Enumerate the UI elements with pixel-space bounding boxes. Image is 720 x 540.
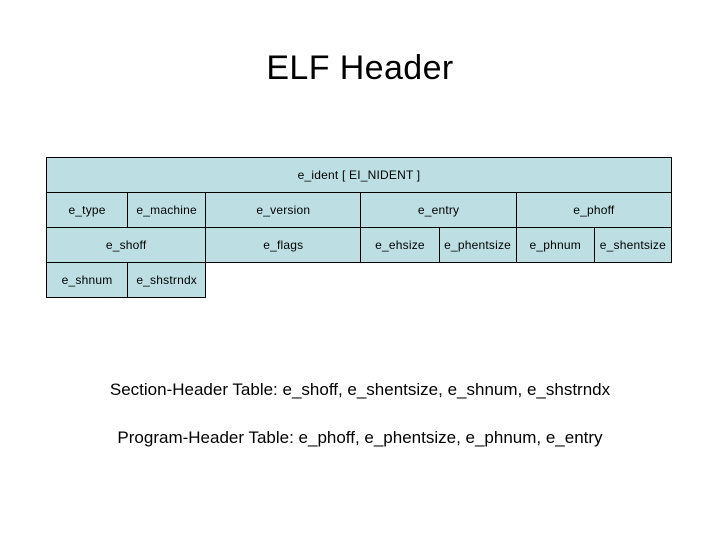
table-row: e_shoff e_flags e_ehsize e_phentsize e_p… — [45, 227, 673, 263]
field-cell-e_shentsize: e_shentsize — [593, 227, 673, 263]
field-cell-e_shoff: e_shoff — [45, 227, 207, 263]
field-cell-e_phoff: e_phoff — [515, 192, 673, 228]
table-row: e_shnum e_shstrndx — [45, 262, 672, 298]
field-cell-e_shnum: e_shnum — [45, 262, 129, 298]
table-row: e_type e_machine e_version e_entry e_pho… — [45, 192, 673, 228]
field-cell-e_ident: e_ident [ EI_NIDENT ] — [46, 157, 672, 193]
field-cell-e_entry: e_entry — [360, 192, 517, 228]
field-cell-e_phentsize: e_phentsize — [438, 227, 517, 263]
field-cell-e_flags: e_flags — [205, 227, 362, 263]
field-cell-empty-filler — [205, 262, 672, 298]
field-cell-e_version: e_version — [205, 192, 362, 228]
field-cell-e_phnum: e_phnum — [515, 227, 595, 263]
caption-program-header-table: Program-Header Table: e_phoff, e_phentsi… — [117, 428, 603, 447]
elf-header-layout-table: e_ident [ EI_NIDENT ] e_type e_machine e… — [45, 157, 673, 298]
caption-section-header-table: Section-Header Table: e_shoff, e_shentsi… — [109, 380, 611, 399]
field-cell-e_shstrndx: e_shstrndx — [127, 262, 207, 298]
field-cell-e_ehsize: e_ehsize — [360, 227, 440, 263]
table-row: e_ident [ EI_NIDENT ] — [46, 157, 672, 193]
page-title: ELF Header — [266, 49, 454, 87]
field-cell-e_type: e_type — [45, 192, 129, 228]
field-cell-e_machine: e_machine — [127, 192, 207, 228]
elf-header-table-body: e_ident [ EI_NIDENT ] e_type e_machine e… — [45, 157, 673, 298]
